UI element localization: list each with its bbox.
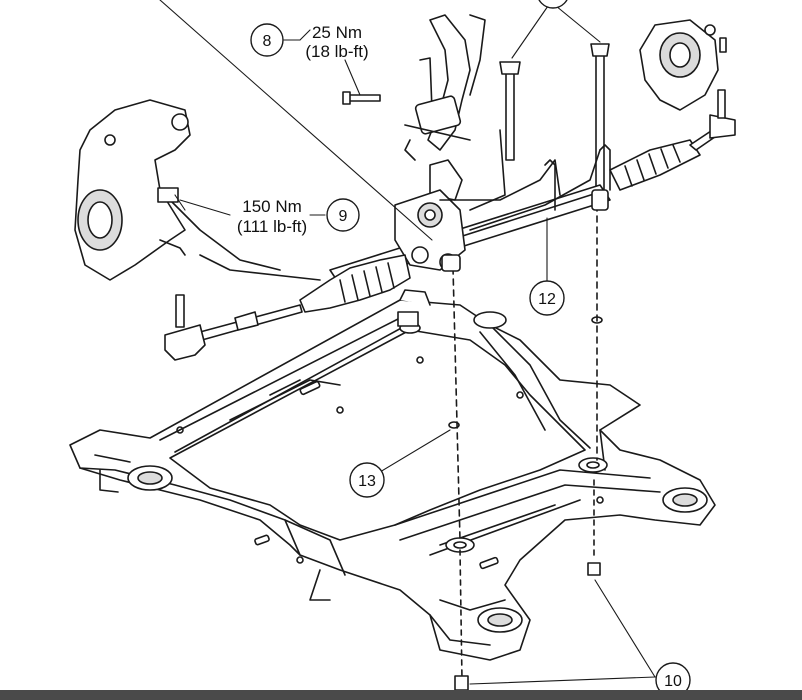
callout-8: 8 [250,23,284,57]
callout-13-number: 13 [358,473,376,490]
steering-shaft [404,14,506,211]
callout-9: 9 [326,198,360,232]
callout-9-number: 9 [339,208,348,225]
torque-8-imperial: (18 lb-ft) [305,42,368,61]
subframe [69,289,716,661]
torque-8-metric: 25 Nm [312,23,362,42]
steering-gear [164,89,736,361]
callout-13: 13 [349,462,385,498]
callout-10: 10 [655,662,691,698]
callout-12: 12 [529,280,565,316]
mounting-bolts [342,43,610,691]
torque-9-metric: 150 Nm [242,197,302,216]
callout-12-number: 12 [538,291,556,308]
torque-label-9: 150 Nm (111 lb-ft) [237,197,307,236]
callout-11: 11 [538,0,568,9]
torque-label-8: 25 Nm (18 lb-ft) [305,23,368,61]
callout-11-number: 11 [545,0,562,2]
callout-8-number: 8 [263,33,272,50]
left-knuckle [74,99,321,281]
bottom-bar [0,690,802,700]
torque-9-imperial: (111 lb-ft) [237,217,307,236]
callout-10-number: 10 [664,673,682,690]
right-knuckle [639,19,727,111]
leader-lines [159,0,656,685]
